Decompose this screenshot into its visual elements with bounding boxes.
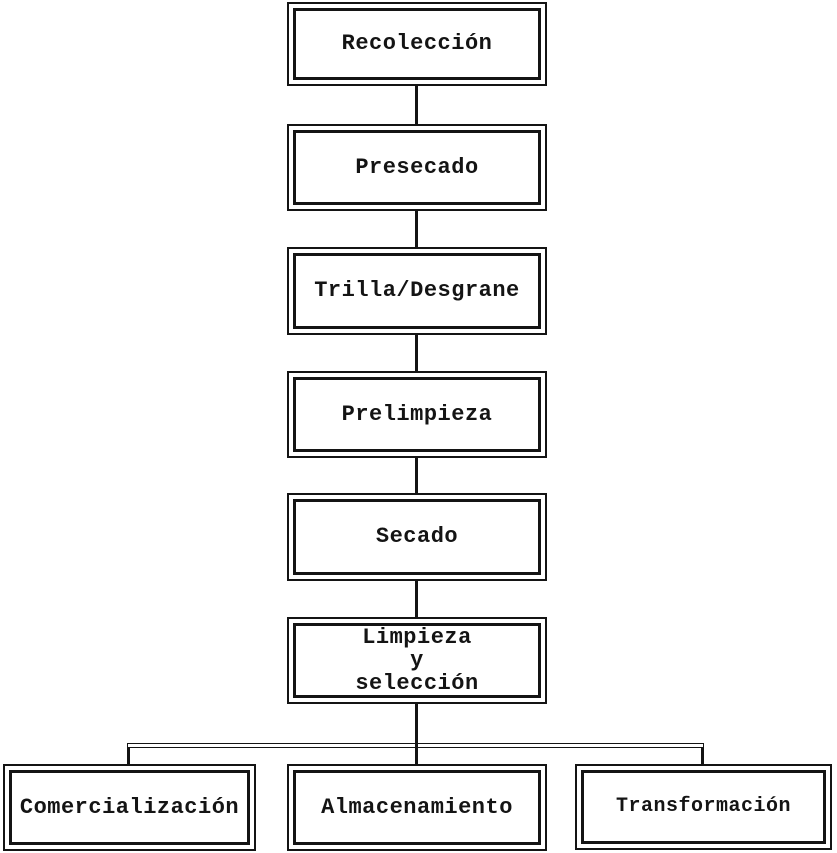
connector-limpieza-almacenamiento [415, 704, 418, 764]
node-label: Comercialización [9, 770, 250, 845]
node-presecado: Presecado [287, 124, 547, 211]
node-label: Trilla/Desgrane [293, 253, 541, 329]
node-label: Limpieza y selección [293, 623, 541, 698]
connector-recoleccion-presecado [415, 86, 418, 124]
node-recoleccion: Recolección [287, 2, 547, 86]
node-trilla-desgrane: Trilla/Desgrane [287, 247, 547, 335]
node-label: Almacenamiento [293, 770, 541, 845]
node-almacenamiento: Almacenamiento [287, 764, 547, 851]
node-label: Presecado [293, 130, 541, 205]
connector-secado-limpieza [415, 581, 418, 617]
node-comercializacion: Comercialización [3, 764, 256, 851]
connector-prelimpieza-secado [415, 458, 418, 493]
node-label: Recolección [293, 8, 541, 80]
connector-trilla-prelimpieza [415, 335, 418, 371]
node-label: Transformación [581, 770, 826, 844]
node-label: Prelimpieza [293, 377, 541, 452]
node-label-line: y [410, 648, 424, 673]
node-label-line: Limpieza [362, 625, 472, 650]
node-label: Secado [293, 499, 541, 575]
connector-branch-comercializacion [127, 747, 130, 765]
connector-branch-horizontal [127, 743, 704, 748]
connector-presecado-trilla [415, 211, 418, 247]
connector-branch-transformacion [701, 747, 704, 765]
node-prelimpieza: Prelimpieza [287, 371, 547, 458]
node-transformacion: Transformación [575, 764, 832, 850]
node-label-line: selección [355, 671, 479, 696]
node-limpieza-seleccion: Limpieza y selección [287, 617, 547, 704]
node-secado: Secado [287, 493, 547, 581]
